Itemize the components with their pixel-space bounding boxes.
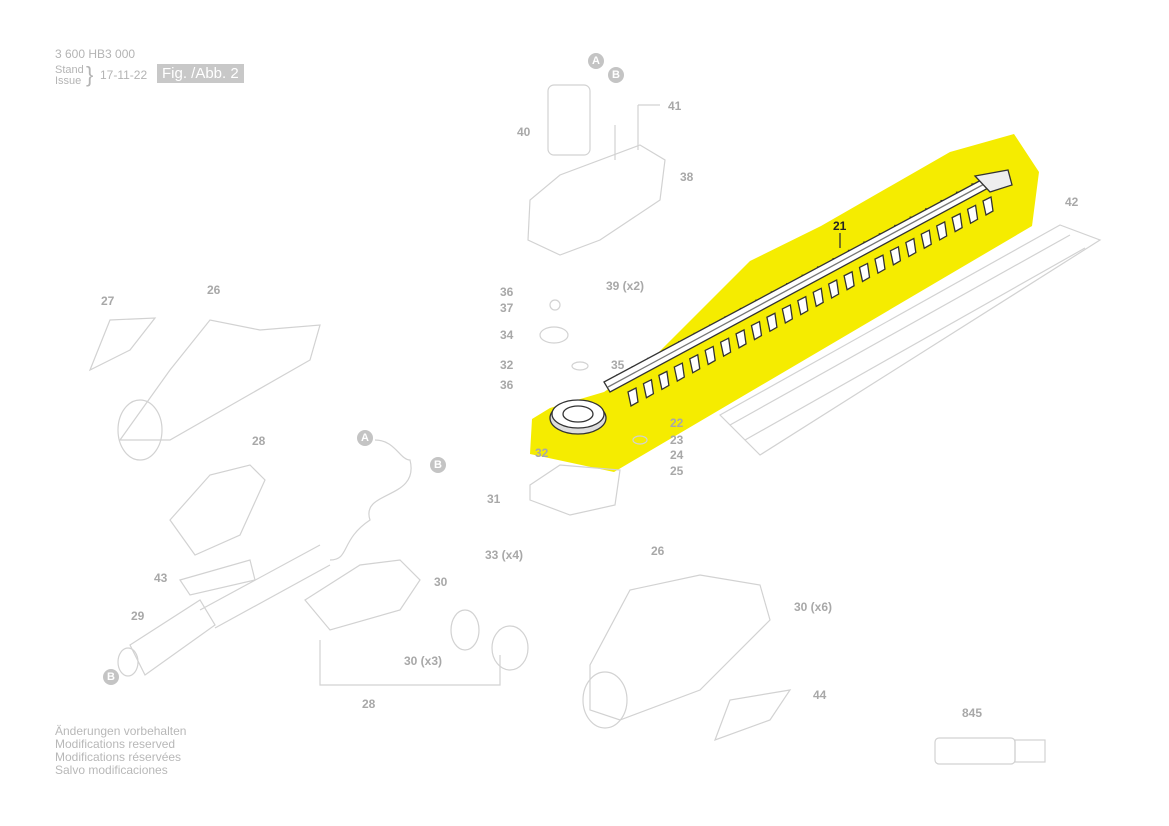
callout-28[interactable]: 28 bbox=[362, 697, 376, 711]
callout-21[interactable]: 21 bbox=[833, 219, 847, 233]
callout-39[interactable]: 39 (x2) bbox=[606, 279, 645, 293]
callout-27[interactable]: 27 bbox=[101, 294, 115, 308]
callout-23[interactable]: 23 bbox=[670, 433, 684, 447]
callout-38[interactable]: 38 bbox=[680, 170, 694, 184]
blade-tooth-lower bbox=[688, 353, 701, 374]
callout-29[interactable]: 29 bbox=[131, 609, 145, 623]
issue-date: 17-11-22 bbox=[100, 68, 148, 82]
blade-tooth-lower bbox=[797, 295, 809, 316]
callout-30[interactable]: 30 (x3) bbox=[404, 654, 443, 668]
callout-845[interactable]: 845 bbox=[962, 706, 983, 720]
doc-number: 3 600 HB3 000 bbox=[55, 47, 136, 61]
callout-30[interactable]: 30 (x6) bbox=[794, 600, 833, 614]
callout-35[interactable]: 35 bbox=[611, 358, 625, 372]
callout-24[interactable]: 24 bbox=[670, 448, 684, 462]
blade-tooth-lower bbox=[920, 229, 932, 250]
issue-label: Issue bbox=[55, 75, 82, 87]
callout-26[interactable]: 26 bbox=[207, 283, 221, 297]
callout-41[interactable]: 41 bbox=[668, 99, 682, 113]
callout-36[interactable]: 36 bbox=[500, 285, 514, 299]
connector-a-marker: A bbox=[357, 430, 373, 446]
blade-tooth-lower bbox=[673, 362, 686, 383]
callout-32[interactable]: 32 bbox=[535, 446, 549, 460]
blade-tooth-lower bbox=[658, 370, 670, 391]
callout-32[interactable]: 32 bbox=[500, 358, 514, 372]
blade-tooth-lower bbox=[951, 212, 963, 233]
blade-tooth-lower bbox=[935, 220, 948, 241]
callout-43[interactable]: 43 bbox=[154, 571, 168, 585]
callout-44[interactable]: 44 bbox=[813, 688, 827, 702]
blade-tooth-lower bbox=[982, 196, 994, 217]
callout-26[interactable]: 26 bbox=[651, 544, 665, 558]
blade-assembly-21[interactable] bbox=[549, 169, 1013, 435]
callout-28[interactable]: 28 bbox=[252, 434, 266, 448]
blade-tooth-lower bbox=[642, 378, 655, 399]
callout-25[interactable]: 25 bbox=[670, 464, 684, 478]
blade-tooth-lower bbox=[719, 337, 732, 358]
footer-line: Salvo modificaciones bbox=[55, 763, 168, 777]
blade-tooth-lower bbox=[781, 303, 794, 324]
callout-42[interactable]: 42 bbox=[1065, 195, 1079, 209]
blade-tooth-lower bbox=[704, 345, 716, 366]
connector-a-marker: A bbox=[588, 53, 604, 69]
other-parts bbox=[88, 84, 1102, 765]
figure-label: Fig. /Abb. 2 bbox=[157, 64, 244, 83]
footer-line: Modifications réservées bbox=[55, 750, 182, 764]
callout-31[interactable]: 31 bbox=[487, 492, 501, 506]
connector-b-marker: B bbox=[430, 457, 446, 473]
callout-40[interactable]: 40 bbox=[517, 125, 531, 139]
blade-tooth-lower bbox=[750, 320, 763, 341]
stand-label: Stand bbox=[55, 64, 84, 76]
highlight-area bbox=[530, 134, 1039, 472]
blade-tooth-lower bbox=[905, 237, 917, 258]
connector-b-marker: B bbox=[608, 67, 624, 83]
blade-tooth-lower bbox=[627, 387, 639, 408]
footer-line: Änderungen vorbehalten bbox=[55, 724, 187, 738]
footer-line: Modifications reserved bbox=[55, 737, 176, 751]
blade-tooth-lower bbox=[735, 328, 747, 349]
callout-22[interactable]: 22 bbox=[670, 416, 684, 430]
blade-tooth-lower bbox=[766, 312, 778, 333]
blade-tooth-lower bbox=[827, 279, 840, 300]
blade-tooth-lower bbox=[889, 245, 902, 266]
callout-30[interactable]: 30 bbox=[434, 575, 448, 589]
callout-37[interactable]: 37 bbox=[500, 301, 514, 315]
connector-b-marker: B bbox=[103, 669, 119, 685]
blade-tooth-lower bbox=[843, 270, 855, 291]
brace: } bbox=[86, 62, 94, 87]
callout-34[interactable]: 34 bbox=[500, 328, 514, 342]
footer-notes: Änderungen vorbehalten Modifications res… bbox=[55, 725, 186, 777]
blade-tooth-lower bbox=[858, 262, 871, 283]
blade-tooth-lower bbox=[812, 287, 824, 308]
callout-36[interactable]: 36 bbox=[500, 378, 514, 392]
blade-tooth-lower bbox=[874, 254, 886, 275]
callout-33[interactable]: 33 (x4) bbox=[485, 548, 524, 562]
blade-tooth-lower bbox=[966, 204, 979, 225]
